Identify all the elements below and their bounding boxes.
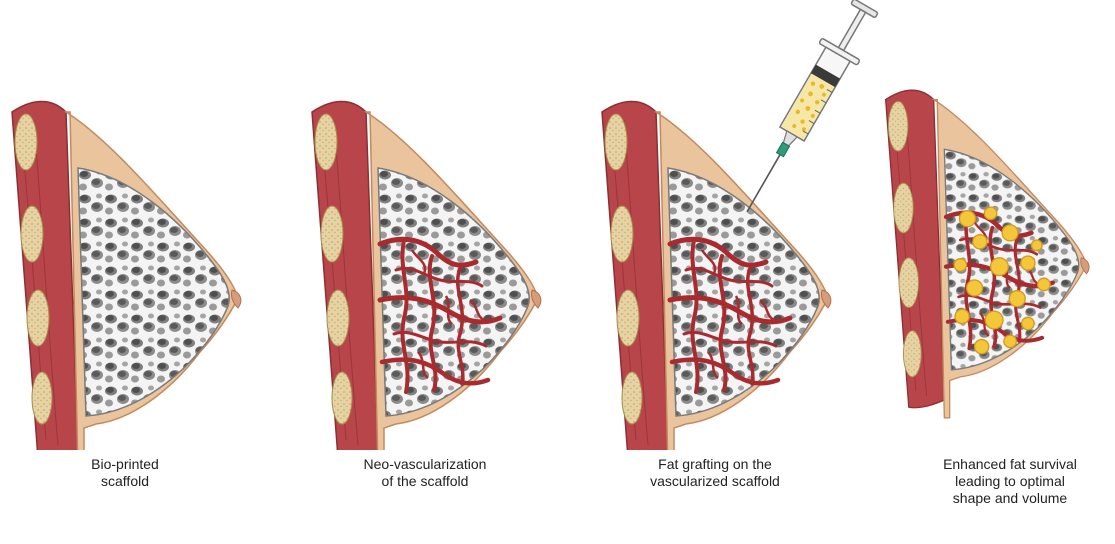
vascularized-scaffold-illustration — [300, 0, 570, 450]
syringe-icon — [740, 0, 910, 240]
fat-survival-illustration — [875, 0, 1115, 450]
caption-line: leading to optimal — [885, 473, 1115, 490]
caption-neo-vascularization: Neo-vascularization of the scaffold — [300, 456, 550, 490]
panel-enhanced-fat-survival: Enhanced fat survival leading to optimal… — [875, 0, 1115, 544]
panel-neo-vascularization: Neo-vascularization of the scaffold — [300, 0, 570, 544]
caption-line: Fat grafting on the — [590, 456, 840, 473]
caption-line: Bio-printed — [0, 456, 250, 473]
caption-line: shape and volume — [885, 490, 1115, 507]
caption-enhanced-fat-survival: Enhanced fat survival leading to optimal… — [885, 456, 1115, 507]
panel-bio-printed-scaffold: Bio-printed scaffold — [0, 0, 270, 544]
caption-line: of the scaffold — [300, 473, 550, 490]
caption-line: scaffold — [0, 473, 250, 490]
caption-line: Enhanced fat survival — [885, 456, 1115, 473]
breast-scaffold-illustration — [0, 0, 270, 450]
caption-line: vascularized scaffold — [590, 473, 840, 490]
caption-bio-printed-scaffold: Bio-printed scaffold — [0, 456, 250, 490]
caption-line: Neo-vascularization — [300, 456, 550, 473]
caption-fat-grafting: Fat grafting on the vascularized scaffol… — [590, 456, 840, 490]
